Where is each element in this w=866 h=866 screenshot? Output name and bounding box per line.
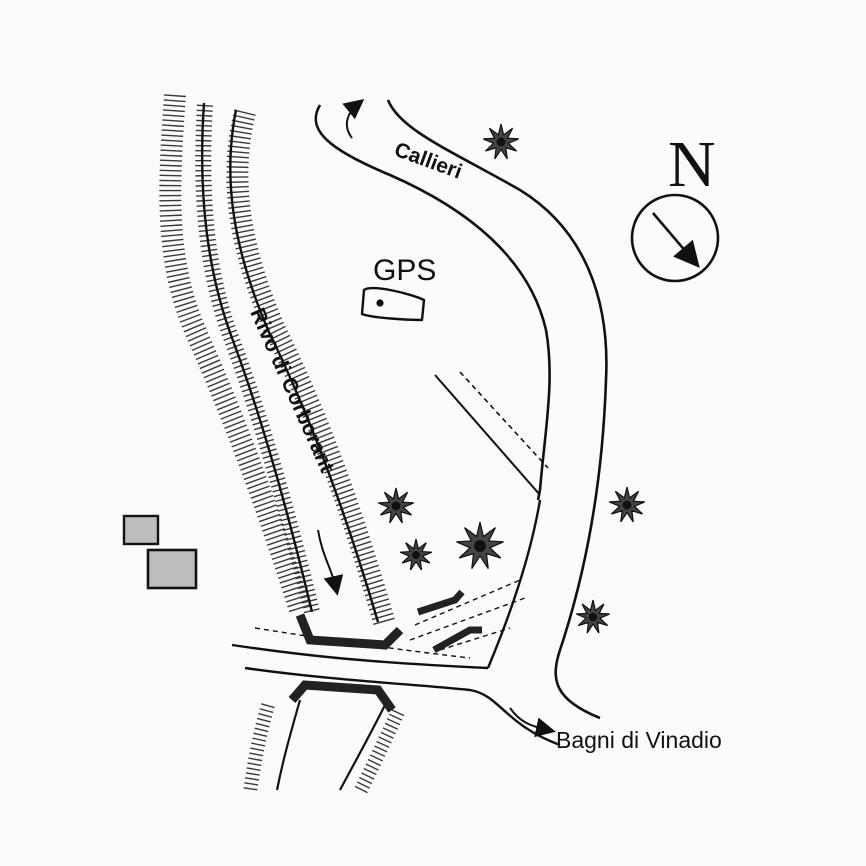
stream-lower-bank-left xyxy=(275,699,302,791)
bridge-icon xyxy=(288,589,482,713)
building-icon xyxy=(122,514,160,546)
wall-segment-east-1 xyxy=(416,589,465,616)
tree-icon xyxy=(483,123,519,160)
tree-icon xyxy=(609,486,645,523)
main-road-south-edge xyxy=(244,666,561,747)
track-diagonal-dashed xyxy=(459,371,549,469)
main-road-north-edge xyxy=(231,643,489,670)
roads xyxy=(231,98,608,747)
stream-lower-bank-right xyxy=(339,704,386,791)
slope-hatch-right-outer xyxy=(226,109,396,629)
building-icon xyxy=(146,548,198,590)
trees xyxy=(378,123,645,634)
track-diagonal xyxy=(434,374,541,496)
buildings xyxy=(122,514,198,590)
wall-segment-east-2 xyxy=(432,626,482,654)
callieri-road-right-edge xyxy=(386,99,608,720)
tree-icon xyxy=(456,521,504,569)
callieri-road-left-edge xyxy=(314,104,551,501)
north-compass: N xyxy=(630,128,720,283)
compass-arrow-icon xyxy=(652,212,700,268)
flow-arrow-icon xyxy=(317,529,344,596)
tree-core xyxy=(588,612,598,622)
bagni-direction-arrow-icon xyxy=(509,707,556,738)
gps-dot xyxy=(376,299,384,307)
callieri-label: Callieri xyxy=(391,138,465,184)
stream-valley xyxy=(159,94,405,796)
track-dashed-3 xyxy=(439,627,511,651)
north-label: N xyxy=(668,128,716,201)
slope-hatch-left-inner xyxy=(195,104,320,614)
track-dashed-2 xyxy=(409,597,526,641)
bridge-wall-north xyxy=(295,613,404,650)
tree-icon xyxy=(576,599,610,634)
compass-circle xyxy=(630,193,720,283)
tree-core xyxy=(474,540,486,552)
tree-core xyxy=(391,501,401,511)
lower-slope-hatch-right xyxy=(353,709,405,796)
tree-icon xyxy=(399,538,433,571)
track-dashed-1 xyxy=(414,579,521,626)
bagni-label: Bagni di Vinadio xyxy=(556,727,722,753)
tree-core xyxy=(496,137,506,147)
bridge-wall-south xyxy=(288,680,396,713)
tree-core xyxy=(412,551,420,559)
tree-icon xyxy=(378,487,414,524)
lower-slope-hatch xyxy=(243,703,275,794)
stream-bank-left xyxy=(200,102,314,613)
gps-outline xyxy=(360,286,426,322)
stream-bank-right xyxy=(229,109,380,623)
road-west-branch xyxy=(486,499,542,669)
gps-marker-icon xyxy=(360,286,426,322)
stream-label: Rivo di Corborant xyxy=(245,305,338,476)
callieri-direction-arrow-icon xyxy=(342,98,365,139)
gps-label: GPS xyxy=(373,254,436,287)
tree-core xyxy=(622,500,632,510)
